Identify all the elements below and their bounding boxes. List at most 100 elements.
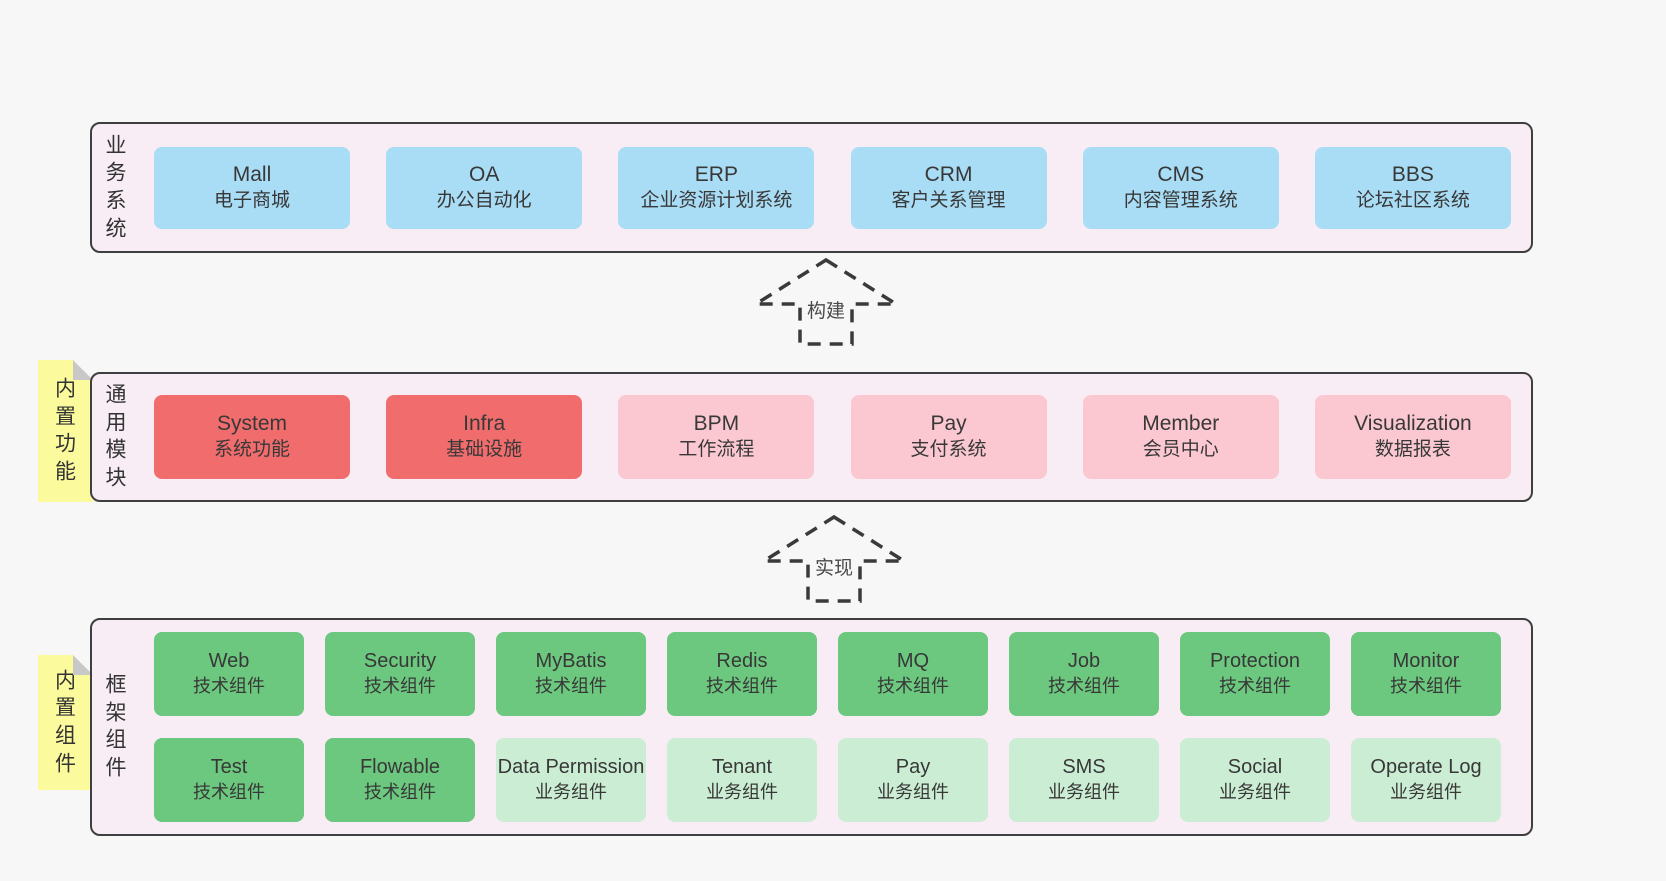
- builtin-features-sticky: 内置功能: [38, 360, 93, 502]
- business-systems-row: Mall 电子商城 OA 办公自动化 ERP 企业资源计划系统 CRM 客户关系…: [154, 124, 1511, 251]
- business-systems-panel: 业务系统 Mall 电子商城 OA 办公自动化 ERP 企业资源计划系统 CRM…: [90, 122, 1533, 253]
- box-test: Test 技术组件: [154, 738, 304, 822]
- box-data-permission: Data Permission 业务组件: [496, 738, 646, 822]
- box-crm-name: CRM: [924, 162, 973, 186]
- box-oa: OA 办公自动化: [386, 146, 583, 229]
- box-data-permission-name: Data Permission: [497, 756, 645, 779]
- box-member-name: Member: [1142, 412, 1220, 436]
- build-arrow-label: 构建: [803, 296, 849, 323]
- box-bbs-name: BBS: [1391, 162, 1434, 186]
- implement-arrow-label: 实现: [811, 553, 857, 580]
- box-redis-name: Redis: [716, 650, 768, 673]
- box-job: Job 技术组件: [1009, 632, 1159, 716]
- box-operate-log-desc: 业务组件: [1390, 782, 1462, 803]
- box-bbs-desc: 论坛社区系统: [1355, 189, 1470, 211]
- builtin-features-label: 内置功能: [55, 377, 76, 484]
- box-protection: Protection 技术组件: [1180, 632, 1330, 716]
- box-member-desc: 会员中心: [1142, 439, 1219, 461]
- box-mall-desc: 电子商城: [213, 189, 290, 211]
- box-infra-desc: 基础设施: [446, 439, 523, 461]
- box-system: System 系统功能: [154, 395, 350, 479]
- box-cms-desc: 内容管理系统: [1123, 189, 1238, 211]
- common-modules-panel: 通用模块 System 系统功能 Infra 基础设施 BPM 工作流程 Pay…: [90, 372, 1533, 502]
- box-cms-name: CMS: [1157, 162, 1205, 186]
- box-erp-name: ERP: [694, 162, 738, 186]
- box-mybatis-desc: 技术组件: [535, 676, 607, 697]
- builtin-components-label: 内置组件: [55, 669, 76, 776]
- box-bpm-desc: 工作流程: [678, 439, 755, 461]
- box-flowable: Flowable 技术组件: [325, 738, 475, 822]
- box-security-desc: 技术组件: [364, 676, 436, 697]
- box-flowable-name: Flowable: [359, 756, 441, 779]
- box-monitor-desc: 技术组件: [1390, 676, 1462, 697]
- box-cms: CMS 内容管理系统: [1082, 146, 1279, 229]
- box-protection-name: Protection: [1209, 650, 1301, 673]
- box-social-desc: 业务组件: [1219, 782, 1291, 803]
- box-pay-module-desc: 支付系统: [910, 439, 987, 461]
- box-system-desc: 系统功能: [213, 439, 290, 461]
- box-sms-desc: 业务组件: [1048, 782, 1120, 803]
- box-pay-module: Pay 支付系统: [850, 395, 1047, 479]
- box-web: Web 技术组件: [154, 632, 304, 716]
- box-job-name: Job: [1067, 650, 1101, 673]
- build-arrow: 构建: [752, 256, 900, 348]
- box-bpm: BPM 工作流程: [618, 395, 815, 479]
- box-pay-component-name: Pay: [895, 756, 931, 779]
- box-visualization-desc: 数据报表: [1374, 439, 1451, 461]
- framework-components-grid: Web 技术组件 Security 技术组件 MyBatis 技术组件 Redi…: [154, 620, 1501, 834]
- box-pay-component-desc: 业务组件: [877, 782, 949, 803]
- box-protection-desc: 技术组件: [1219, 676, 1291, 697]
- box-pay-module-name: Pay: [930, 412, 967, 436]
- builtin-components-sticky: 内置组件: [38, 655, 93, 790]
- box-data-permission-desc: 业务组件: [535, 782, 607, 803]
- box-social-name: Social: [1227, 756, 1283, 779]
- box-bbs: BBS 论坛社区系统: [1314, 146, 1511, 229]
- box-sms: SMS 业务组件: [1009, 738, 1159, 822]
- box-oa-desc: 办公自动化: [436, 189, 532, 211]
- box-redis-desc: 技术组件: [706, 676, 778, 697]
- up-arrow-dashed-icon: [760, 514, 908, 603]
- up-arrow-dashed-icon: [752, 257, 900, 346]
- box-infra: Infra 基础设施: [386, 395, 583, 479]
- box-tenant-desc: 业务组件: [706, 782, 778, 803]
- box-pay-component: Pay 业务组件: [838, 738, 988, 822]
- box-flowable-desc: 技术组件: [364, 782, 436, 803]
- box-member: Member 会员中心: [1082, 395, 1279, 479]
- box-crm: CRM 客户关系管理: [850, 146, 1047, 229]
- common-modules-row: System 系统功能 Infra 基础设施 BPM 工作流程 Pay 支付系统…: [154, 374, 1511, 500]
- box-mybatis: MyBatis 技术组件: [496, 632, 646, 716]
- framework-row-1: Web 技术组件 Security 技术组件 MyBatis 技术组件 Redi…: [154, 632, 1501, 716]
- box-bpm-name: BPM: [693, 412, 740, 436]
- box-job-desc: 技术组件: [1048, 676, 1120, 697]
- box-oa-name: OA: [469, 162, 500, 186]
- box-security: Security 技术组件: [325, 632, 475, 716]
- box-visualization-name: Visualization: [1354, 412, 1472, 436]
- box-operate-log: Operate Log 业务组件: [1351, 738, 1501, 822]
- implement-arrow: 实现: [760, 513, 908, 605]
- box-system-name: System: [216, 412, 287, 436]
- box-redis: Redis 技术组件: [667, 632, 817, 716]
- box-social: Social 业务组件: [1180, 738, 1330, 822]
- box-tenant: Tenant 业务组件: [667, 738, 817, 822]
- box-mq-desc: 技术组件: [877, 676, 949, 697]
- common-modules-label: 通用模块: [105, 383, 127, 490]
- box-monitor-name: Monitor: [1392, 650, 1460, 673]
- box-test-name: Test: [210, 756, 248, 779]
- box-crm-desc: 客户关系管理: [891, 189, 1006, 211]
- box-security-name: Security: [363, 650, 437, 673]
- box-operate-log-name: Operate Log: [1370, 756, 1482, 779]
- box-test-desc: 技术组件: [193, 782, 265, 803]
- business-systems-label: 业务系统: [105, 134, 127, 241]
- box-visualization: Visualization 数据报表: [1314, 395, 1511, 479]
- box-web-name: Web: [208, 650, 250, 673]
- box-mybatis-name: MyBatis: [535, 650, 607, 673]
- box-erp-desc: 企业资源计划系统: [640, 189, 793, 211]
- framework-row-2: Test 技术组件 Flowable 技术组件 Data Permission …: [154, 738, 1501, 822]
- box-mq-name: MQ: [896, 650, 930, 673]
- box-mall-name: Mall: [232, 162, 272, 186]
- framework-components-panel: 框架组件 Web 技术组件 Security 技术组件 MyBatis 技术组件…: [90, 618, 1533, 836]
- framework-components-label: 框架组件: [105, 673, 127, 780]
- box-tenant-name: Tenant: [711, 756, 773, 779]
- box-mq: MQ 技术组件: [838, 632, 988, 716]
- box-web-desc: 技术组件: [193, 676, 265, 697]
